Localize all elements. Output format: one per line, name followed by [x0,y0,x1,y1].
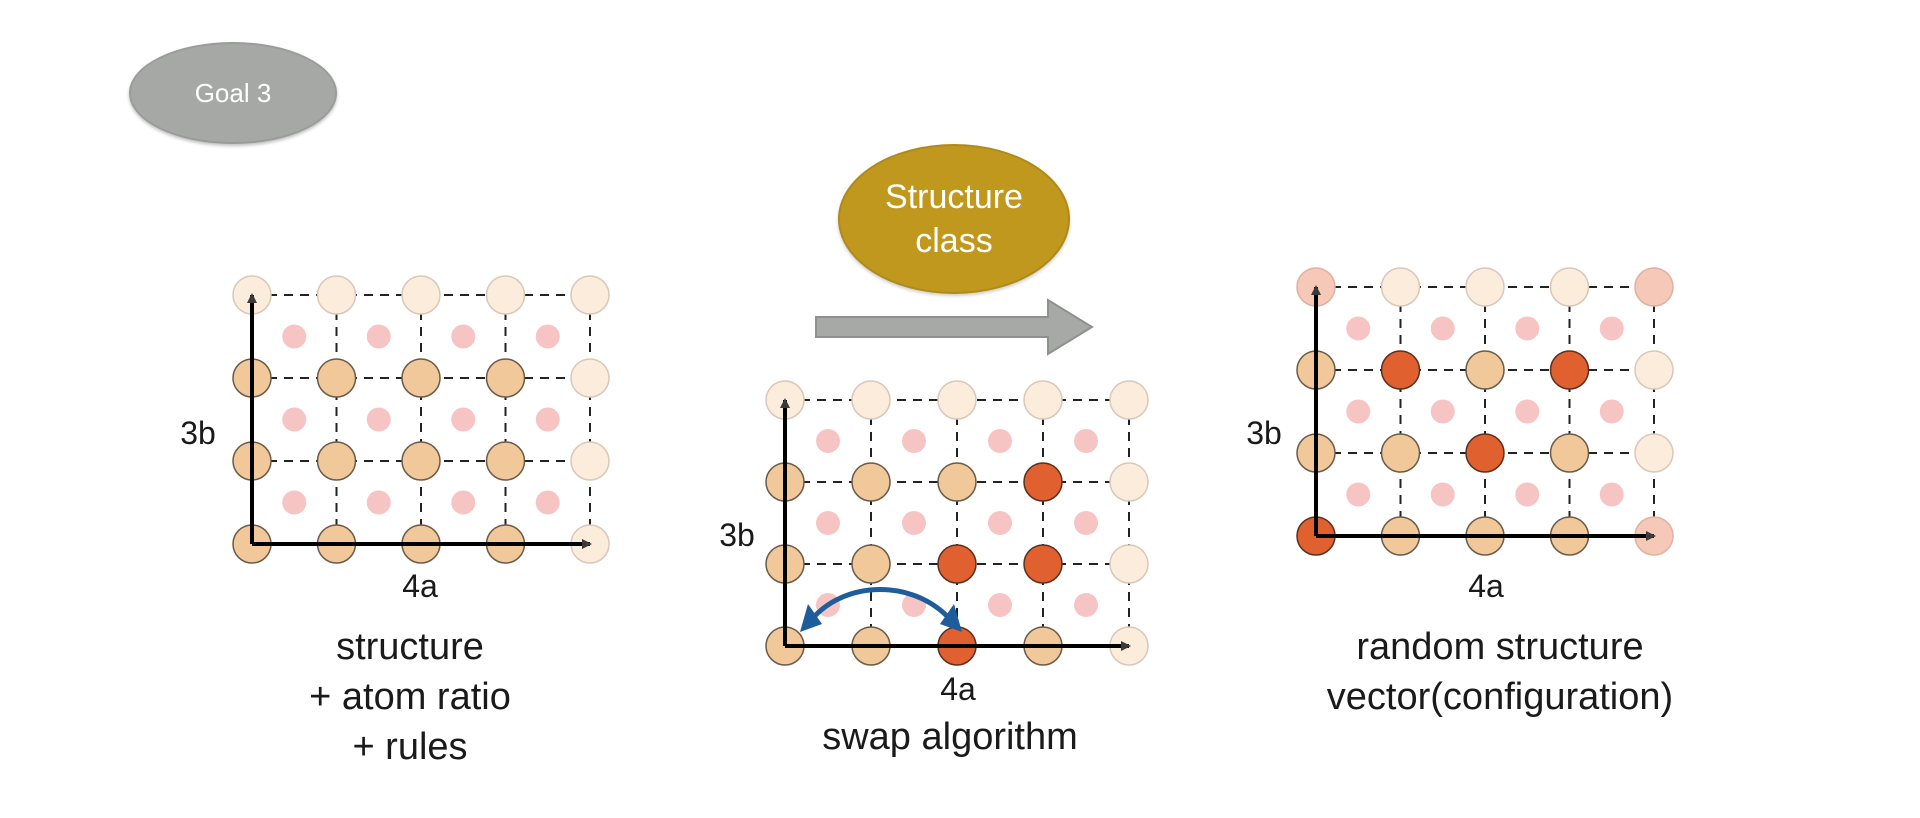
swap-arrow-head-left [800,604,822,632]
lattice-atom-faint [401,275,441,315]
interstitial-atom [366,490,391,515]
interstitial-atom [282,324,307,349]
structure-class-line2: class [915,222,993,260]
interstitial-atom [535,324,560,349]
interstitial-atom [1599,399,1624,424]
lattice-atom-tan [1465,350,1505,390]
left-x-axis-label: 4a [402,568,438,604]
lattice-atom-faint [570,358,610,398]
lattice-atom-orange [1465,433,1505,473]
interstitial-atom [451,407,476,432]
lattice-atom-tan [316,358,357,398]
lattice-atom-tan [316,441,357,481]
lattice-atom-faint [316,275,357,315]
interstitial-atom [1430,399,1455,424]
interstitial-atom [1515,482,1540,507]
interstitial-atom [1074,429,1098,453]
lattice-atom-faint [1380,267,1421,307]
lattice-atom-faint [485,275,526,315]
interstitial-atom [366,407,391,432]
interstitial-atom [282,490,307,515]
caption-right-line: random structure [1356,626,1644,668]
interstitial-atom [535,490,560,515]
interstitial-atom [816,511,840,535]
interstitial-atom [1599,482,1624,507]
lattice-atom-faint [1549,267,1590,307]
lattice-atom-faint [1634,433,1674,473]
interstitial-atom [1074,511,1098,535]
lattice-atom-faint [1109,380,1149,420]
interstitial-atom [1074,593,1098,617]
lattice-atom-faint [937,380,977,420]
lattice-atom-orange [1380,350,1421,390]
lattice-atom-orange [1023,462,1063,502]
interstitial-atom [1515,399,1540,424]
caption-left-line: structure [336,626,484,668]
caption-right-line: vector(configuration) [1326,676,1674,718]
interstitial-atom [366,324,391,349]
interstitial-atom [1599,316,1624,341]
swap-arrow-head-right [940,604,962,632]
lattice-atom-tan [401,441,441,481]
lattice-atom-tan [1380,433,1421,473]
lattice-atom-tan [1549,433,1590,473]
right-x-axis-label: 4a [1468,568,1504,604]
caption-middle: swap algorithm [760,712,1140,762]
lattice-atom-tan [851,544,891,584]
interstitial-atom [1346,316,1371,341]
lattice-atom-faint [1109,462,1149,502]
interstitial-atom [816,429,840,453]
lattice-atom-faint [1634,350,1674,390]
lattice-atom-faint [570,275,610,315]
lattice-atom-tan [851,462,891,502]
process-arrow [815,298,1094,356]
lattice-atom-faint [1023,380,1063,420]
interstitial-atom [988,593,1012,617]
interstitial-atom [1346,482,1371,507]
caption-middle-line: swap algorithm [822,716,1078,758]
interstitial-atom [1430,482,1455,507]
middle-x-axis-label: 4a [940,671,976,707]
structure-class-badge: Structure class [838,144,1070,294]
structure-class-line1: Structure [885,178,1023,216]
interstitial-atom [1430,316,1455,341]
lattice-atom-tan [485,441,526,481]
swap-arrow [805,587,956,626]
interstitial-atom [451,324,476,349]
caption-left: structure + atom ratio + rules [250,622,570,772]
caption-right: random structure vector(configuration) [1260,622,1740,722]
lattice-atom-faint [1465,267,1505,307]
lattice-atom-pink [1634,267,1674,307]
interstitial-atom [1515,316,1540,341]
caption-left-line: + rules [352,726,468,768]
interstitial-atom [988,511,1012,535]
lattice-atom-tan [401,358,441,398]
interstitial-atom [1346,399,1371,424]
lattice-atom-tan [937,462,977,502]
panel-right [1296,267,1674,556]
lattice-atom-orange [1023,544,1063,584]
lattice-atom-orange [1549,350,1590,390]
lattice-atom-faint [851,380,891,420]
lattice-atom-tan [485,358,526,398]
lattice-atom-faint [1109,544,1149,584]
middle-y-axis-label: 3b [719,517,755,553]
goal-badge: Goal 3 [129,42,337,144]
panel-left [232,275,610,564]
interstitial-atom [902,511,926,535]
caption-left-line: + atom ratio [309,676,511,718]
interstitial-atom [451,490,476,515]
lattice-atom-orange [937,544,977,584]
right-y-axis-label: 3b [1246,415,1282,451]
interstitial-atom [282,407,307,432]
left-y-axis-label: 3b [180,415,216,451]
lattice-atom-faint [570,441,610,481]
interstitial-atom [535,407,560,432]
interstitial-atom [988,429,1012,453]
interstitial-atom [902,429,926,453]
